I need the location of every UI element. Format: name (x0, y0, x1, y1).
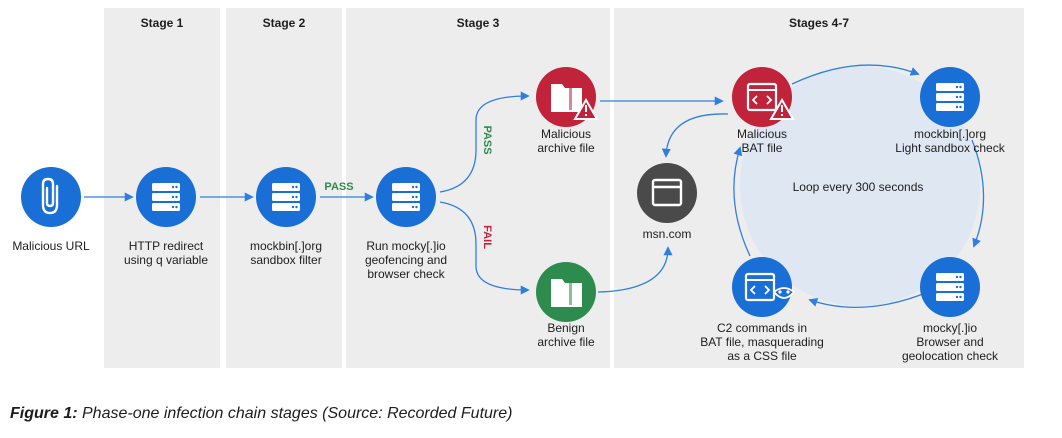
msn-label: msn.com (642, 227, 692, 241)
stage-3-title: Stage 3 (456, 16, 500, 30)
c2-commands-label: C2 commands in BAT file, masquerading as… (700, 321, 824, 363)
code-window-warning-icon (746, 82, 795, 120)
mockbin-filter-label: mockbin[.]org sandbox filter (249, 239, 323, 267)
server-icon (936, 83, 964, 111)
server-icon (272, 183, 300, 211)
loop-arrow-top (791, 64, 920, 85)
folder-zip-warning-icon (551, 84, 599, 120)
arrow-bat-to-msn (661, 113, 729, 158)
arrow-benign-to-msn (597, 246, 673, 293)
branch-pass-label: PASS (481, 125, 493, 154)
figure-number: Figure 1: (10, 405, 78, 422)
malicious-url-label: Malicious URL (12, 239, 90, 253)
loop-arrow-left (733, 146, 751, 257)
loop-arrow-right (971, 139, 985, 248)
pass-label: PASS (324, 181, 353, 193)
server-icon (392, 183, 420, 211)
figure-caption-text: Phase-one infection chain stages (Source… (77, 405, 513, 422)
code-window-mask-icon (744, 272, 796, 302)
malicious-url-node (21, 167, 81, 227)
mocky-geo-label: Run mocky[.]io geofencing and browser ch… (364, 239, 448, 281)
http-redirect-label: HTTP redirect using q variable (123, 239, 209, 267)
loop-circle (740, 66, 980, 306)
server-icon (152, 183, 180, 211)
malicious-archive-label: Malicious archive file (537, 127, 595, 155)
benign-archive-label: Benign archive file (537, 321, 595, 349)
mockbin-light-label: mockbin[.]org Light sandbox check (895, 127, 1005, 155)
server-icon (936, 273, 964, 301)
arrow-branch-pass (439, 91, 530, 193)
stage-1-title: Stage 1 (140, 16, 184, 30)
browser-window-icon (651, 178, 683, 207)
malicious-bat-label: Malicious BAT file (736, 127, 787, 155)
mocky-browser-label: mocky[.]io Browser and geolocation check (901, 321, 999, 363)
c2-commands-node (732, 257, 792, 317)
stage-2-title: Stage 2 (262, 16, 306, 30)
folder-zip-icon (551, 279, 582, 307)
branch-fail-label: FAIL (481, 225, 493, 249)
arrow-branch-fail (439, 201, 530, 295)
loop-label: Loop every 300 seconds (793, 180, 924, 194)
stage-4-7-title: Stages 4-7 (788, 16, 850, 30)
msn-node (637, 163, 697, 223)
loop-arrow-bottom (808, 291, 929, 309)
paperclip-icon (41, 177, 59, 215)
figure-caption: Figure 1: Phase-one infection chain stag… (10, 405, 512, 423)
